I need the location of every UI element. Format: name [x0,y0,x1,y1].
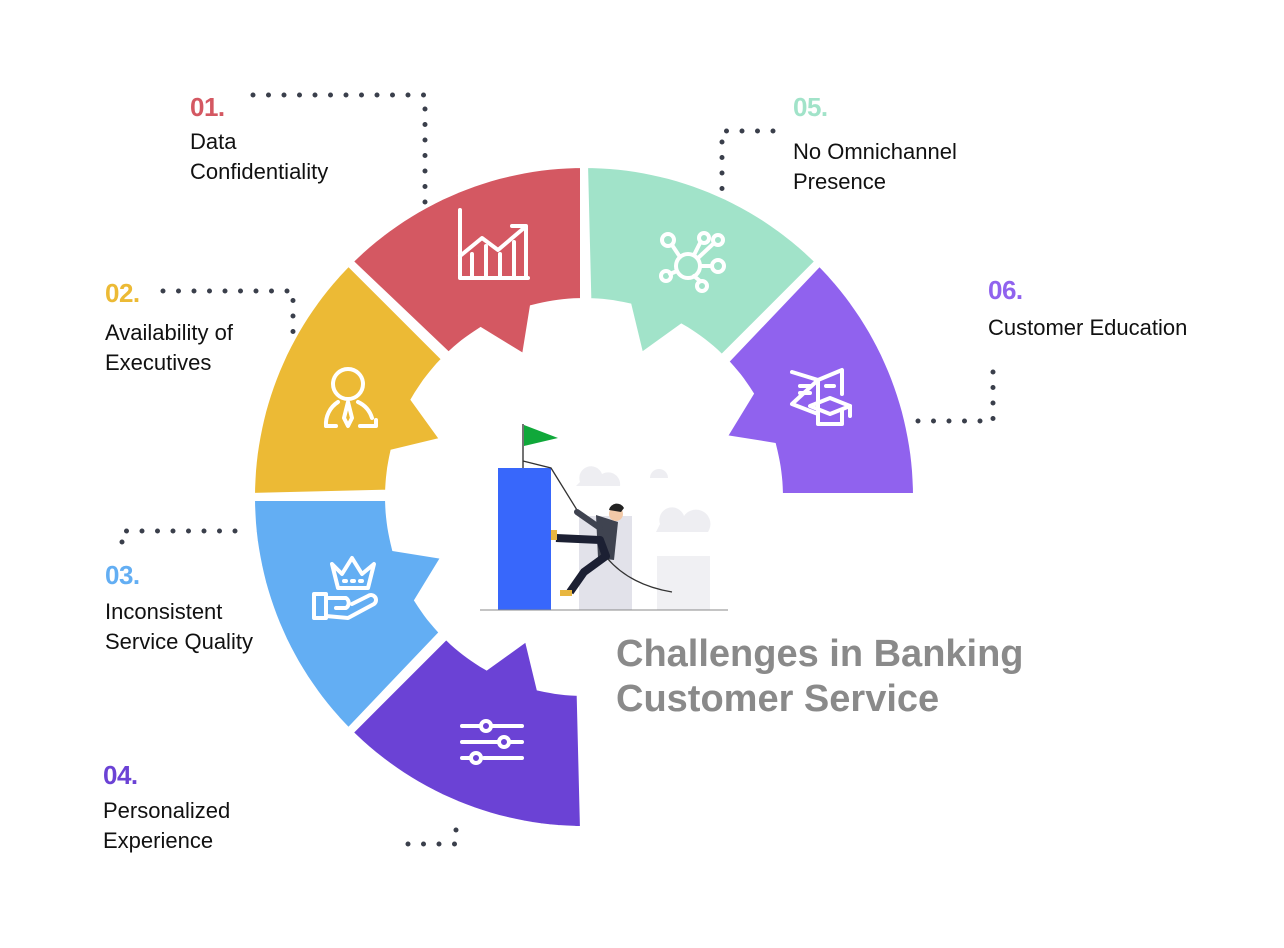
connector-04 [405,812,459,847]
item-06-label: Customer Education [988,313,1187,343]
item-02-number: 02. [105,278,140,308]
connector-05 [719,128,776,198]
item-04-number: 04. [103,760,138,790]
segment-05 [579,159,826,365]
flag-icon [524,425,558,446]
item-02-line1: Availability of [105,320,233,345]
item-04-line2: Experience [103,828,214,853]
network-hub-icon [659,231,726,293]
executive-person-icon [323,367,378,428]
item-06-number: 06. [988,275,1023,305]
item-01-number: 01. [190,92,225,122]
item-01-line1: Data [190,129,237,154]
item-03-line2: Service Quality [105,629,253,654]
book-graduation-icon [790,368,852,426]
item-05-number: 05. [793,92,828,122]
connector-01 [250,92,428,208]
item-02-line2: Executives [105,350,212,375]
goal-tower [498,468,551,610]
item-01-line2: Confidentiality [190,159,329,184]
connector-03 [119,528,238,553]
sliders-icon [460,719,524,765]
item-05-line1: No Omnichannel [793,139,957,164]
item-06-line1: Customer Education [988,315,1188,340]
item-03-line1: Inconsistent [105,599,223,624]
growth-chart-icon [458,208,530,280]
segment-02 [246,255,452,502]
climber-illustration [480,424,728,611]
segment-01 [342,159,588,366]
title-line1: Challenges in Banking [616,633,1024,675]
crown-hand-icon [312,556,378,620]
item-02-label: Availability of Executives [105,318,233,378]
item-05-line2: Presence [793,169,886,194]
title-line2: Customer Service [616,678,940,720]
segment-04 [342,629,589,835]
item-04-line1: Personalized [103,798,231,823]
connector-06 [915,367,996,424]
segment-03 [246,493,453,739]
item-03-number: 03. [105,560,140,590]
